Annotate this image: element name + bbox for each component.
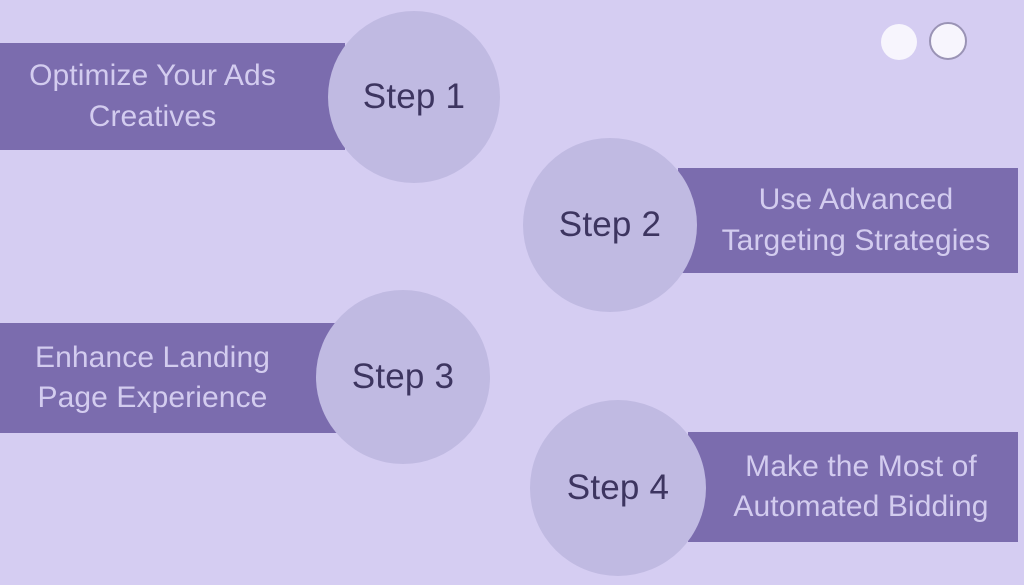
step-2-circle: Step 2 xyxy=(523,138,697,312)
step-4-label-bar: Make the Most of Automated Bidding xyxy=(688,432,1018,542)
step-4-step-label: Step 4 xyxy=(566,468,670,507)
step-3-circle: Step 3 xyxy=(316,290,490,464)
step-3-title: Enhance Landing Page Experience xyxy=(34,340,271,414)
step-1-step-label: Step 1 xyxy=(362,77,466,116)
outlined-dot-icon xyxy=(929,22,967,60)
step-2-label-bar: Use Advanced Targeting Strategies xyxy=(678,168,1018,273)
step-2-step-label: Step 2 xyxy=(558,205,662,244)
step-2-title: Use Advanced Targeting Strategies xyxy=(721,183,991,257)
step-1-circle: Step 1 xyxy=(328,11,500,183)
step-3-label-bar: Enhance Landing Page Experience xyxy=(0,323,345,433)
step-4-title: Make the Most of Automated Bidding xyxy=(733,449,989,523)
step-4-circle: Step 4 xyxy=(530,400,706,576)
filled-dot-icon xyxy=(881,24,917,60)
step-3-step-label: Step 3 xyxy=(351,357,455,396)
step-1-title: Optimize Your Ads Creatives xyxy=(29,59,276,133)
step-1-label-bar: Optimize Your Ads Creatives xyxy=(0,43,345,150)
